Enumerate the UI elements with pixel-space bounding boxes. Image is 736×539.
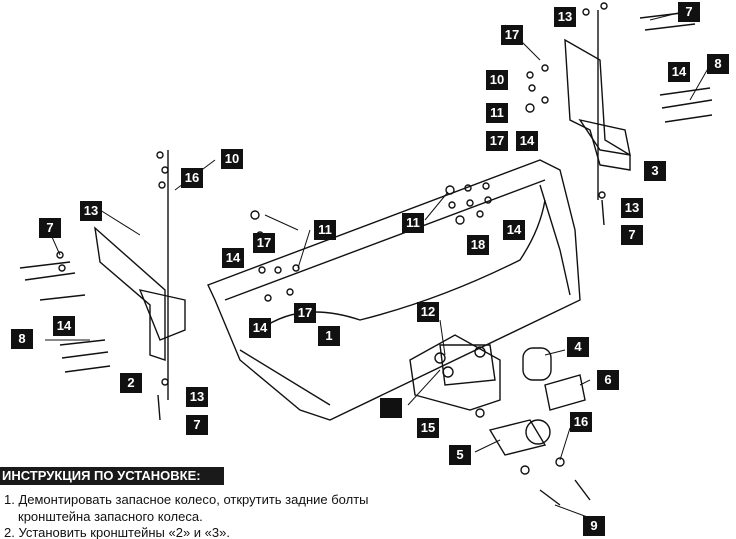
callout-12: 12: [417, 302, 439, 322]
main-beam: [207, 159, 581, 421]
callout-18: [380, 398, 402, 418]
callout-1: 1: [318, 326, 340, 346]
leader-lines: [45, 9, 711, 519]
callout-5: 5: [449, 445, 471, 465]
washers: [56, 2, 608, 475]
callout-7: 7: [678, 2, 700, 22]
callout-17: 17: [253, 233, 275, 253]
callout-9: 9: [583, 516, 605, 536]
callout-13: 13: [80, 201, 102, 221]
callout-10: 10: [486, 70, 508, 90]
callout-7: 7: [621, 225, 643, 245]
instruction-step-1-cont: кронштейна запасного колеса.: [18, 509, 203, 524]
callout-17: 17: [294, 303, 316, 323]
callout-6: 6: [597, 370, 619, 390]
callout-11: 11: [314, 220, 336, 240]
callout-8: 8: [11, 329, 33, 349]
callout-14: 14: [668, 62, 690, 82]
callout-13: 13: [554, 7, 576, 27]
instruction-step-2: 2. Установить кронштейны «2» и «3».: [4, 525, 230, 539]
callout-11: 11: [486, 103, 508, 123]
left-bracket: [94, 226, 166, 361]
callout-11: 11: [402, 213, 424, 233]
callout-13: 13: [186, 387, 208, 407]
callout-16: 16: [181, 168, 203, 188]
callout-14: 14: [249, 318, 271, 338]
callout-15: 16: [570, 412, 592, 432]
callout-14: 14: [516, 131, 538, 151]
callout-16: 17: [501, 25, 523, 45]
callout-13: 13: [621, 198, 643, 218]
callout-7: 7: [39, 218, 61, 238]
callout-14: 14: [53, 316, 75, 336]
callout-10: 10: [221, 149, 243, 169]
instructions-header: ИНСТРУКЦИЯ ПО УСТАНОВКЕ:: [0, 467, 224, 485]
left-bolts: [19, 261, 161, 421]
instruction-step-1: 1. Демонтировать запасное колесо, открут…: [4, 492, 369, 507]
callout-15: 15: [417, 418, 439, 438]
callout-14: 14: [222, 248, 244, 268]
right-bolts: [539, 11, 713, 506]
right-bracket: [564, 38, 631, 171]
callout-17: 18: [467, 235, 489, 255]
callout-17: 17: [486, 131, 508, 151]
callout-14: 14: [503, 220, 525, 240]
ball-mount: [488, 419, 547, 456]
callout-8: 8: [707, 54, 729, 74]
callout-7: 7: [186, 415, 208, 435]
receiver-plate: [409, 334, 501, 411]
callout-3: 3: [644, 161, 666, 181]
callout-2: 2: [120, 373, 142, 393]
callout-4: 4: [567, 337, 589, 357]
